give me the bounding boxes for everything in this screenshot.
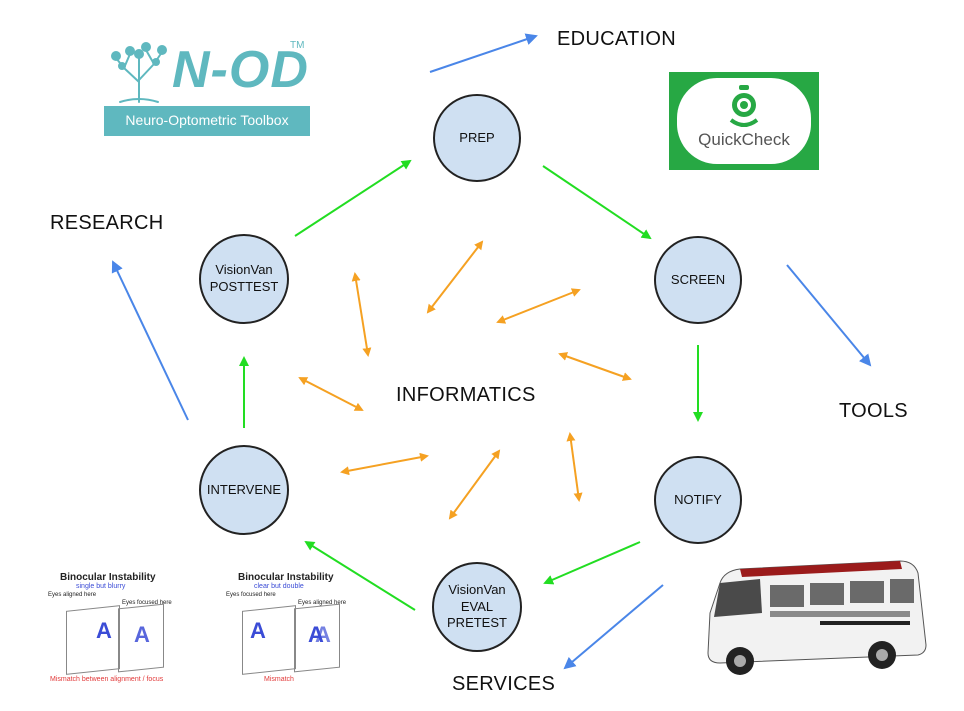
binocular-right-title: Binocular Instability — [238, 572, 334, 583]
node-screen-line1: SCREEN — [670, 271, 726, 287]
binocular-left-title: Binocular Instability — [60, 572, 156, 583]
quickcheck-eye-icon — [729, 85, 759, 127]
node-posttest-line1: VisionVan — [215, 262, 273, 278]
node-intervene-line1: INTERVENE — [206, 481, 282, 497]
informatics-link-intervene-upper — [298, 377, 364, 411]
binocular-instability-blurry-figure: Binocular Instability single but blurry … — [44, 572, 184, 687]
arrow-to-services — [563, 584, 664, 670]
arrow-to-tools — [786, 264, 872, 367]
node-vision-van-posttest[interactable]: VisionVan POSTTEST — [199, 234, 289, 324]
vision-van-image — [707, 560, 927, 675]
binocular-right-letter-a-double: A — [308, 622, 324, 647]
nod-title: N-OD — [172, 41, 309, 99]
label-research: RESEARCH — [50, 212, 164, 234]
binocular-right-letter-a-ghost: A — [315, 622, 331, 647]
bonsai-tree-icon — [111, 42, 167, 103]
node-vision-van-eval-pretest[interactable]: VisionVan EVAL PRETEST — [432, 562, 522, 652]
node-posttest-line2: POSTTEST — [209, 279, 279, 294]
node-eval-line2: EVAL — [460, 598, 494, 614]
node-eval-line1: VisionVan — [448, 581, 506, 597]
node-intervene[interactable]: INTERVENE — [199, 445, 289, 535]
binocular-left-note-focused: Eyes focused here — [122, 600, 172, 606]
informatics-link-posttest — [351, 272, 372, 357]
node-screen[interactable]: SCREEN — [654, 236, 742, 324]
arrow-posttest-to-prep — [294, 159, 412, 237]
quickcheck-badge: QuickCheck — [677, 78, 811, 164]
informatics-link-notify — [566, 432, 583, 502]
label-tools: TOOLS — [839, 400, 908, 422]
node-prep[interactable]: PREP — [433, 94, 521, 182]
binocular-left-letter-a: A — [96, 618, 112, 643]
node-notify-line1: NOTIFY — [674, 491, 722, 507]
arrow-to-education — [429, 33, 538, 73]
label-education: EDUCATION — [557, 28, 676, 50]
informatics-link-prep — [426, 240, 484, 314]
binocular-right-note-aligned: Eyes aligned here — [298, 600, 347, 606]
label-informatics: INFORMATICS — [396, 384, 536, 406]
binocular-left-mismatch: Mismatch between alignment / focus — [50, 676, 164, 683]
node-eval-line3: PRETEST — [447, 615, 507, 631]
informatics-link-eval — [448, 449, 501, 520]
arrow-to-research — [111, 260, 189, 421]
node-notify[interactable]: NOTIFY — [654, 456, 742, 544]
informatics-link-intervene-lower — [340, 452, 429, 476]
binocular-right-letter-a: A — [250, 618, 266, 643]
binocular-left-letter-a-blurred: A — [134, 622, 150, 647]
binocular-right-subtitle: clear but double — [254, 583, 304, 590]
binocular-right-mismatch: Mismatch — [264, 676, 294, 683]
arrow-notify-to-eval — [543, 541, 641, 585]
binocular-instability-double-figure: Binocular Instability clear but double E… — [222, 572, 362, 687]
binocular-left-subtitle: single but blurry — [76, 583, 126, 590]
binocular-left-note-aligned: Eyes aligned here — [48, 592, 97, 598]
quickcheck-wordmark: QuickCheck — [698, 130, 790, 149]
informatics-link-screen-upper — [496, 288, 581, 324]
nod-logo: N-OD TM Neuro-Optometric Toolbox — [104, 38, 310, 136]
nod-trademark: TM — [290, 40, 305, 51]
nod-band — [104, 106, 310, 136]
informatics-link-screen-lower — [558, 352, 632, 381]
label-services: SERVICES — [452, 673, 556, 695]
binocular-right-note-focused: Eyes focused here — [226, 592, 276, 598]
quickcheck-logo: QuickCheck — [669, 72, 819, 170]
node-prep-line1: PREP — [459, 129, 495, 145]
arrow-eval-to-intervene — [304, 540, 416, 611]
arrow-prep-to-screen — [542, 165, 652, 240]
nod-subtitle: Neuro-Optometric Toolbox — [125, 112, 289, 128]
